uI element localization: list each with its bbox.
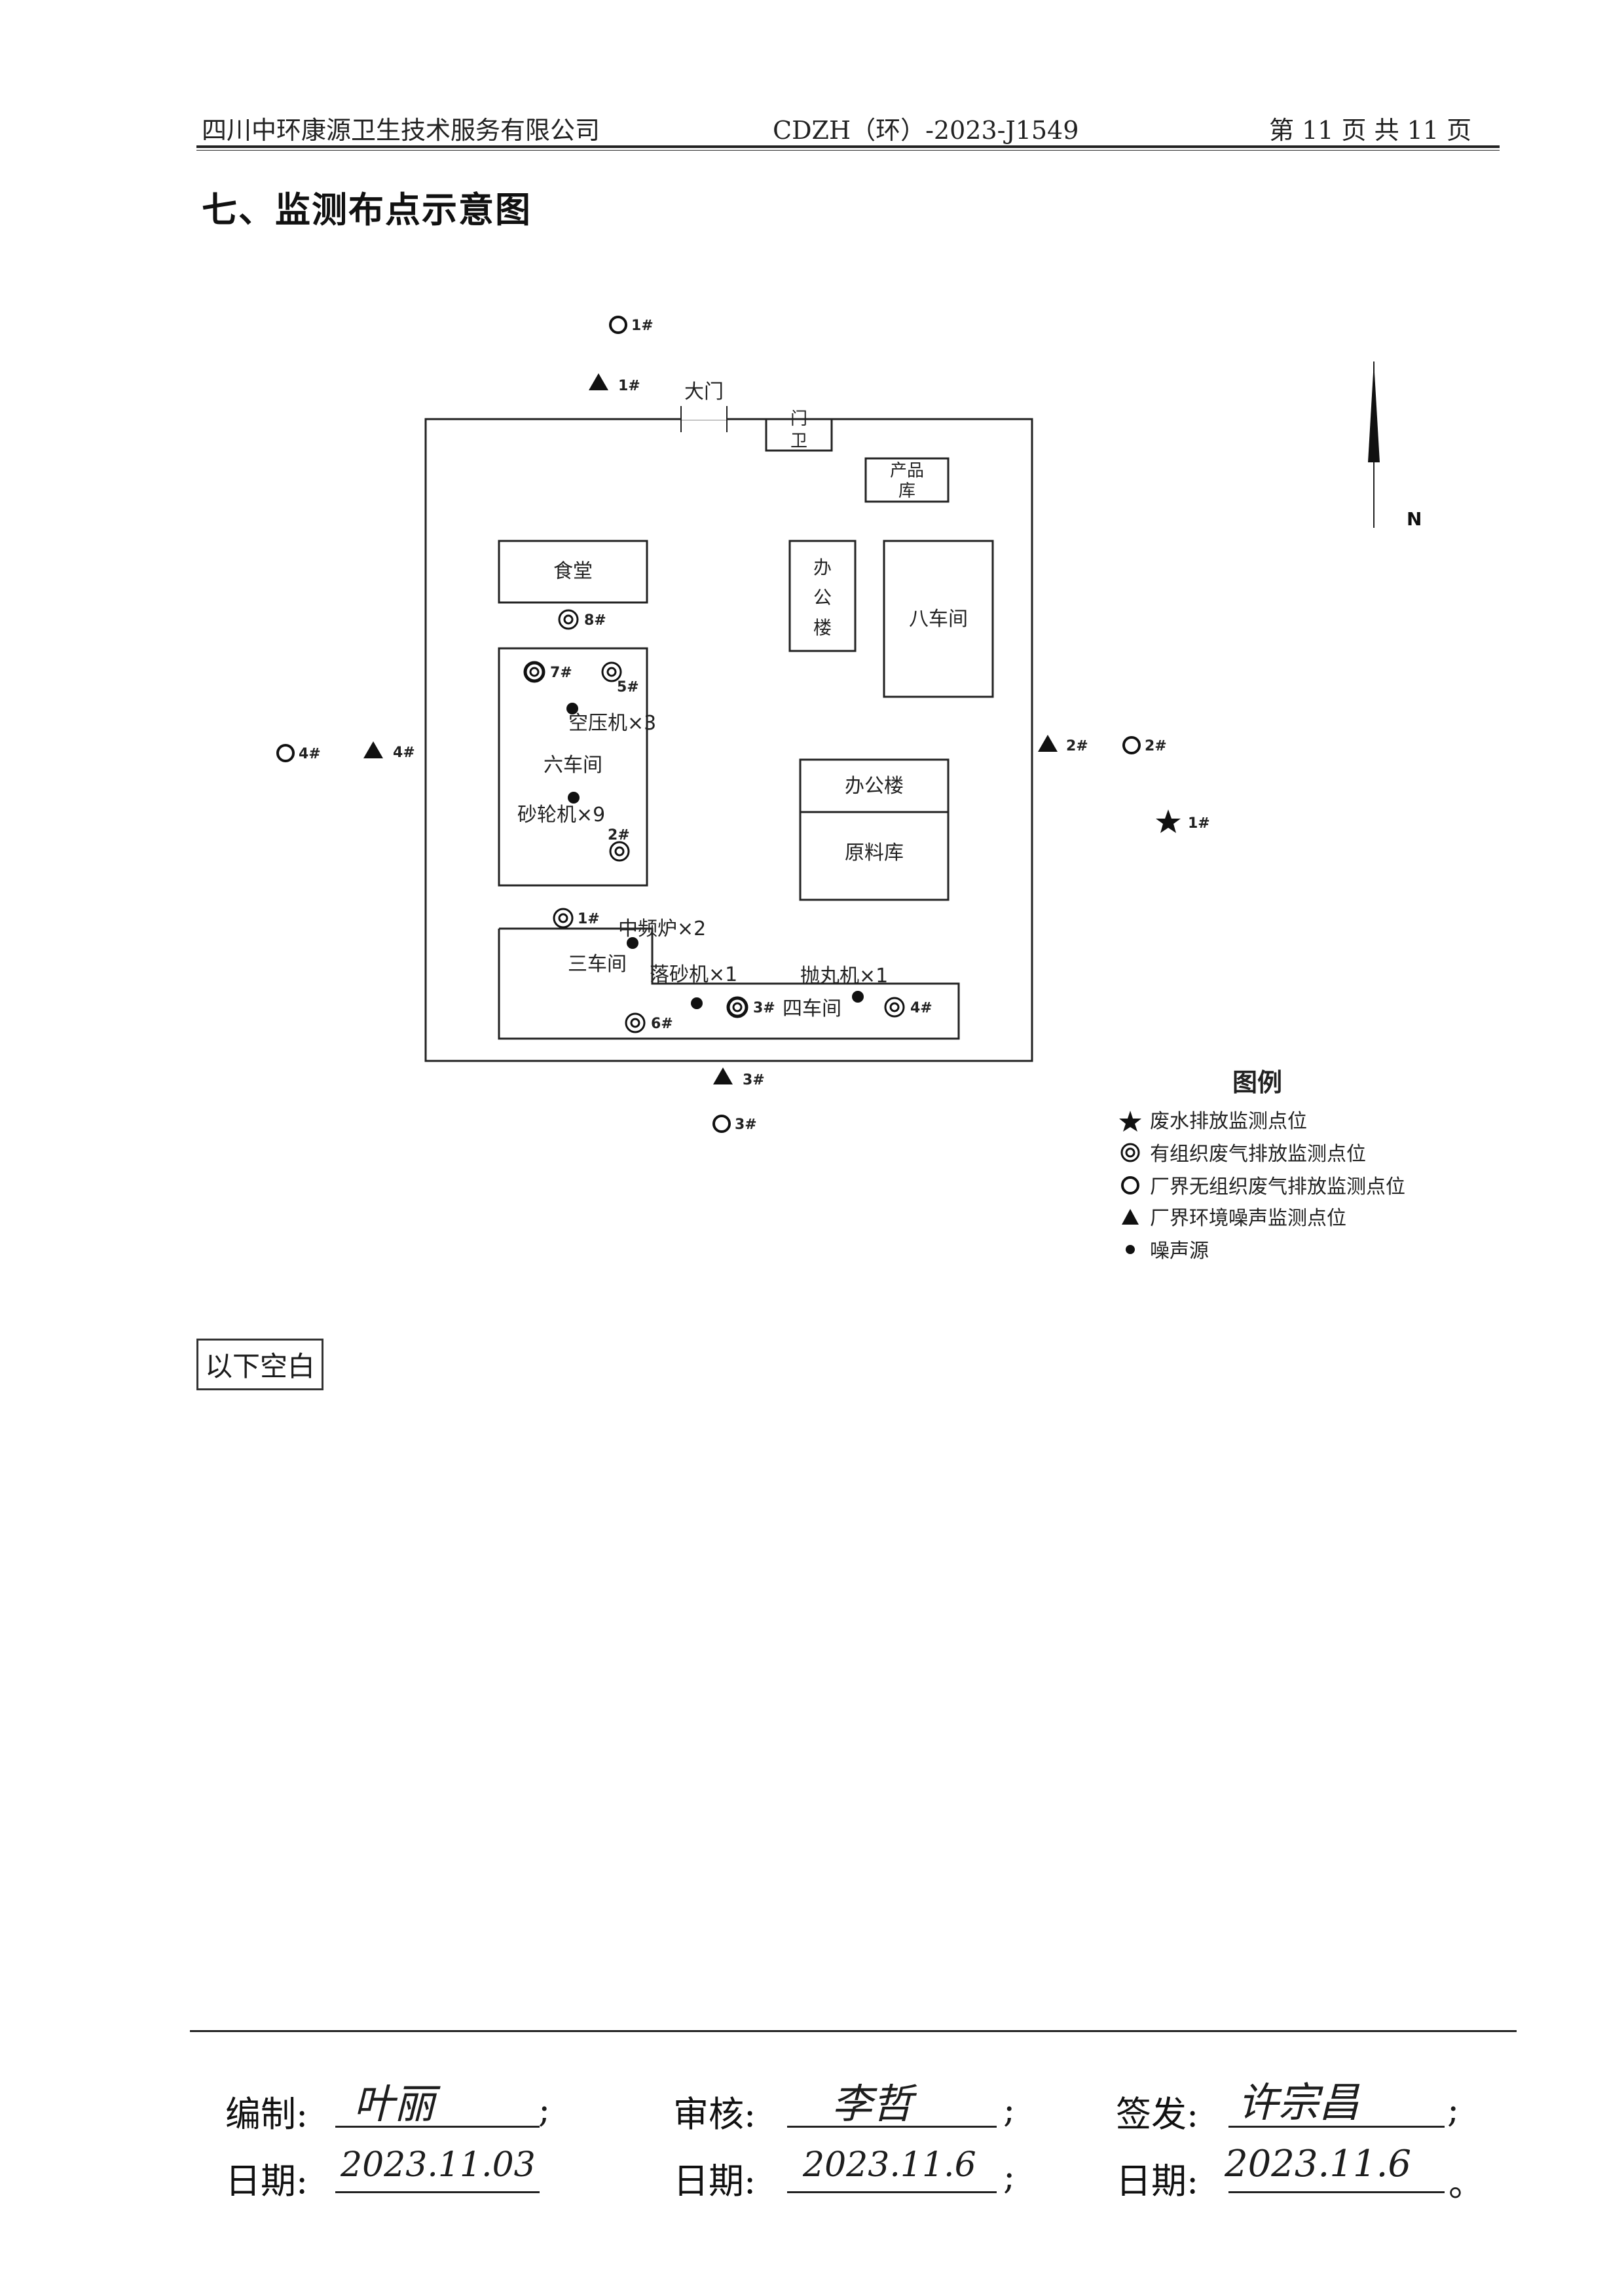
- office-building: [799, 758, 950, 901]
- noise-src-shot-blast: 抛丸机×1: [800, 965, 888, 988]
- review-signature: 李哲: [832, 2080, 913, 2128]
- svg-text:2#: 2#: [608, 827, 630, 843]
- header-rule: [196, 145, 1500, 148]
- guard-label-2: 卫: [790, 432, 807, 451]
- product-store-label-2: 库: [898, 481, 915, 501]
- report-number: CDZH（环）-2023-J1549: [773, 116, 1079, 145]
- canteen-label: 食堂: [553, 560, 593, 583]
- office-building-tall: [788, 540, 857, 652]
- workshop-6: [498, 647, 648, 887]
- noise-src-grinder: 砂轮机×9: [517, 804, 605, 826]
- office-tall-label-1: 办: [813, 557, 832, 578]
- svg-text:2#: 2#: [1145, 738, 1167, 754]
- noise-point-3: [713, 1067, 733, 1084]
- svg-text:5#: 5#: [617, 679, 639, 695]
- compiled-signature: 叶丽: [354, 2080, 435, 2128]
- workshop-8: [883, 540, 994, 698]
- office-label: 办公楼: [845, 775, 904, 798]
- noise-src-air-compressor: 空压机×3: [568, 712, 656, 735]
- noise-src-furnace: 中频炉×2: [618, 917, 706, 940]
- monitoring-layout-map: 大门 门 卫 产品 库 食堂 办 公 楼 八车间 六车间 办公楼 原料库 三车间…: [276, 316, 1422, 1263]
- legend-unorganized: 厂界无组织废气排放监测点位: [1150, 1176, 1405, 1198]
- svg-text:3#: 3#: [753, 1000, 775, 1016]
- svg-text:1#: 1#: [578, 911, 600, 927]
- canteen: [498, 540, 648, 604]
- legend-noise: 厂界环境噪声监测点位: [1150, 1207, 1346, 1230]
- legend-wastewater: 废水排放监测点位: [1150, 1110, 1307, 1133]
- unorg-point-3: [712, 1115, 731, 1133]
- svg-text:1#: 1#: [631, 318, 654, 334]
- unorg-point-1: [609, 316, 627, 334]
- workshop8-label: 八车间: [909, 608, 968, 631]
- noise-src-sand-drop: 落砂机×1: [650, 963, 737, 986]
- blank-note: 以下空白: [196, 1339, 324, 1390]
- compiled-label: 编制:: [225, 2094, 308, 2135]
- noise-point-1: [589, 373, 608, 390]
- guard-house: [765, 418, 833, 452]
- svg-text:4#: 4#: [910, 1000, 932, 1016]
- north-arrow: N: [1368, 361, 1422, 530]
- unorg-point-4: [276, 744, 295, 762]
- legend: 图例 废水排放监测点位 有组织废气排放监测点位 厂界无组织废气排放监测点位 厂界…: [1119, 1068, 1405, 1263]
- guard-label-1: 门: [790, 409, 807, 429]
- product-store-label-1: 产品: [890, 461, 924, 481]
- review-date: 2023.11.6: [803, 2145, 976, 2185]
- workshop-3-4: [498, 927, 960, 1040]
- svg-text:3#: 3#: [743, 1072, 765, 1088]
- issue-signature: 许宗昌: [1238, 2079, 1360, 2126]
- workshop4-label: 四车间: [783, 997, 841, 1020]
- unorg-point-2: [1122, 736, 1141, 754]
- svg-text:6#: 6#: [651, 1016, 673, 1032]
- office-tall-label-2: 公: [813, 587, 832, 608]
- noise-point-2: [1038, 735, 1058, 752]
- svg-text:4#: 4#: [299, 746, 321, 762]
- company-name: 四川中环康源卫生技术服务有限公司: [202, 116, 600, 145]
- review-label: 审核:: [673, 2094, 756, 2135]
- legend-organized: 有组织废气排放监测点位: [1150, 1143, 1366, 1166]
- legend-noise-source: 噪声源: [1150, 1240, 1209, 1263]
- compiled-date: 2023.11.03: [341, 2145, 536, 2185]
- workshop3-label: 三车间: [568, 953, 627, 976]
- noise-point-4: [363, 741, 383, 758]
- issue-label: 签发:: [1116, 2094, 1199, 2135]
- svg-text:1#: 1#: [1188, 815, 1210, 832]
- site-boundary: [424, 418, 1033, 1062]
- office-tall-label-3: 楼: [813, 617, 832, 639]
- gate-label: 大门: [684, 380, 724, 403]
- svg-text:2#: 2#: [1066, 738, 1088, 754]
- end-mark: 。: [1449, 2163, 1484, 2204]
- compiled-date-label: 日期:: [225, 2160, 308, 2202]
- section-title: 七、监测布点示意图: [202, 189, 532, 231]
- review-date-label: 日期:: [673, 2160, 756, 2202]
- wastewater-point-1: [1156, 809, 1181, 833]
- svg-text:4#: 4#: [393, 745, 415, 761]
- workshop6-label: 六车间: [544, 754, 602, 777]
- svg-text:3#: 3#: [735, 1117, 757, 1133]
- header-rule-thin: [196, 150, 1500, 151]
- svg-text:N: N: [1407, 508, 1422, 530]
- footer-rule: [190, 2030, 1517, 2032]
- page-info: 第 11 页 共 11 页: [1269, 116, 1472, 145]
- legend-title: 图例: [1232, 1068, 1282, 1097]
- raw-store-label: 原料库: [845, 842, 904, 864]
- svg-text:7#: 7#: [550, 665, 572, 681]
- issue-date: 2023.11.6: [1225, 2143, 1412, 2185]
- product-store: [864, 457, 950, 503]
- svg-text:8#: 8#: [584, 612, 606, 629]
- issue-date-label: 日期:: [1116, 2160, 1199, 2202]
- svg-text:1#: 1#: [618, 378, 640, 394]
